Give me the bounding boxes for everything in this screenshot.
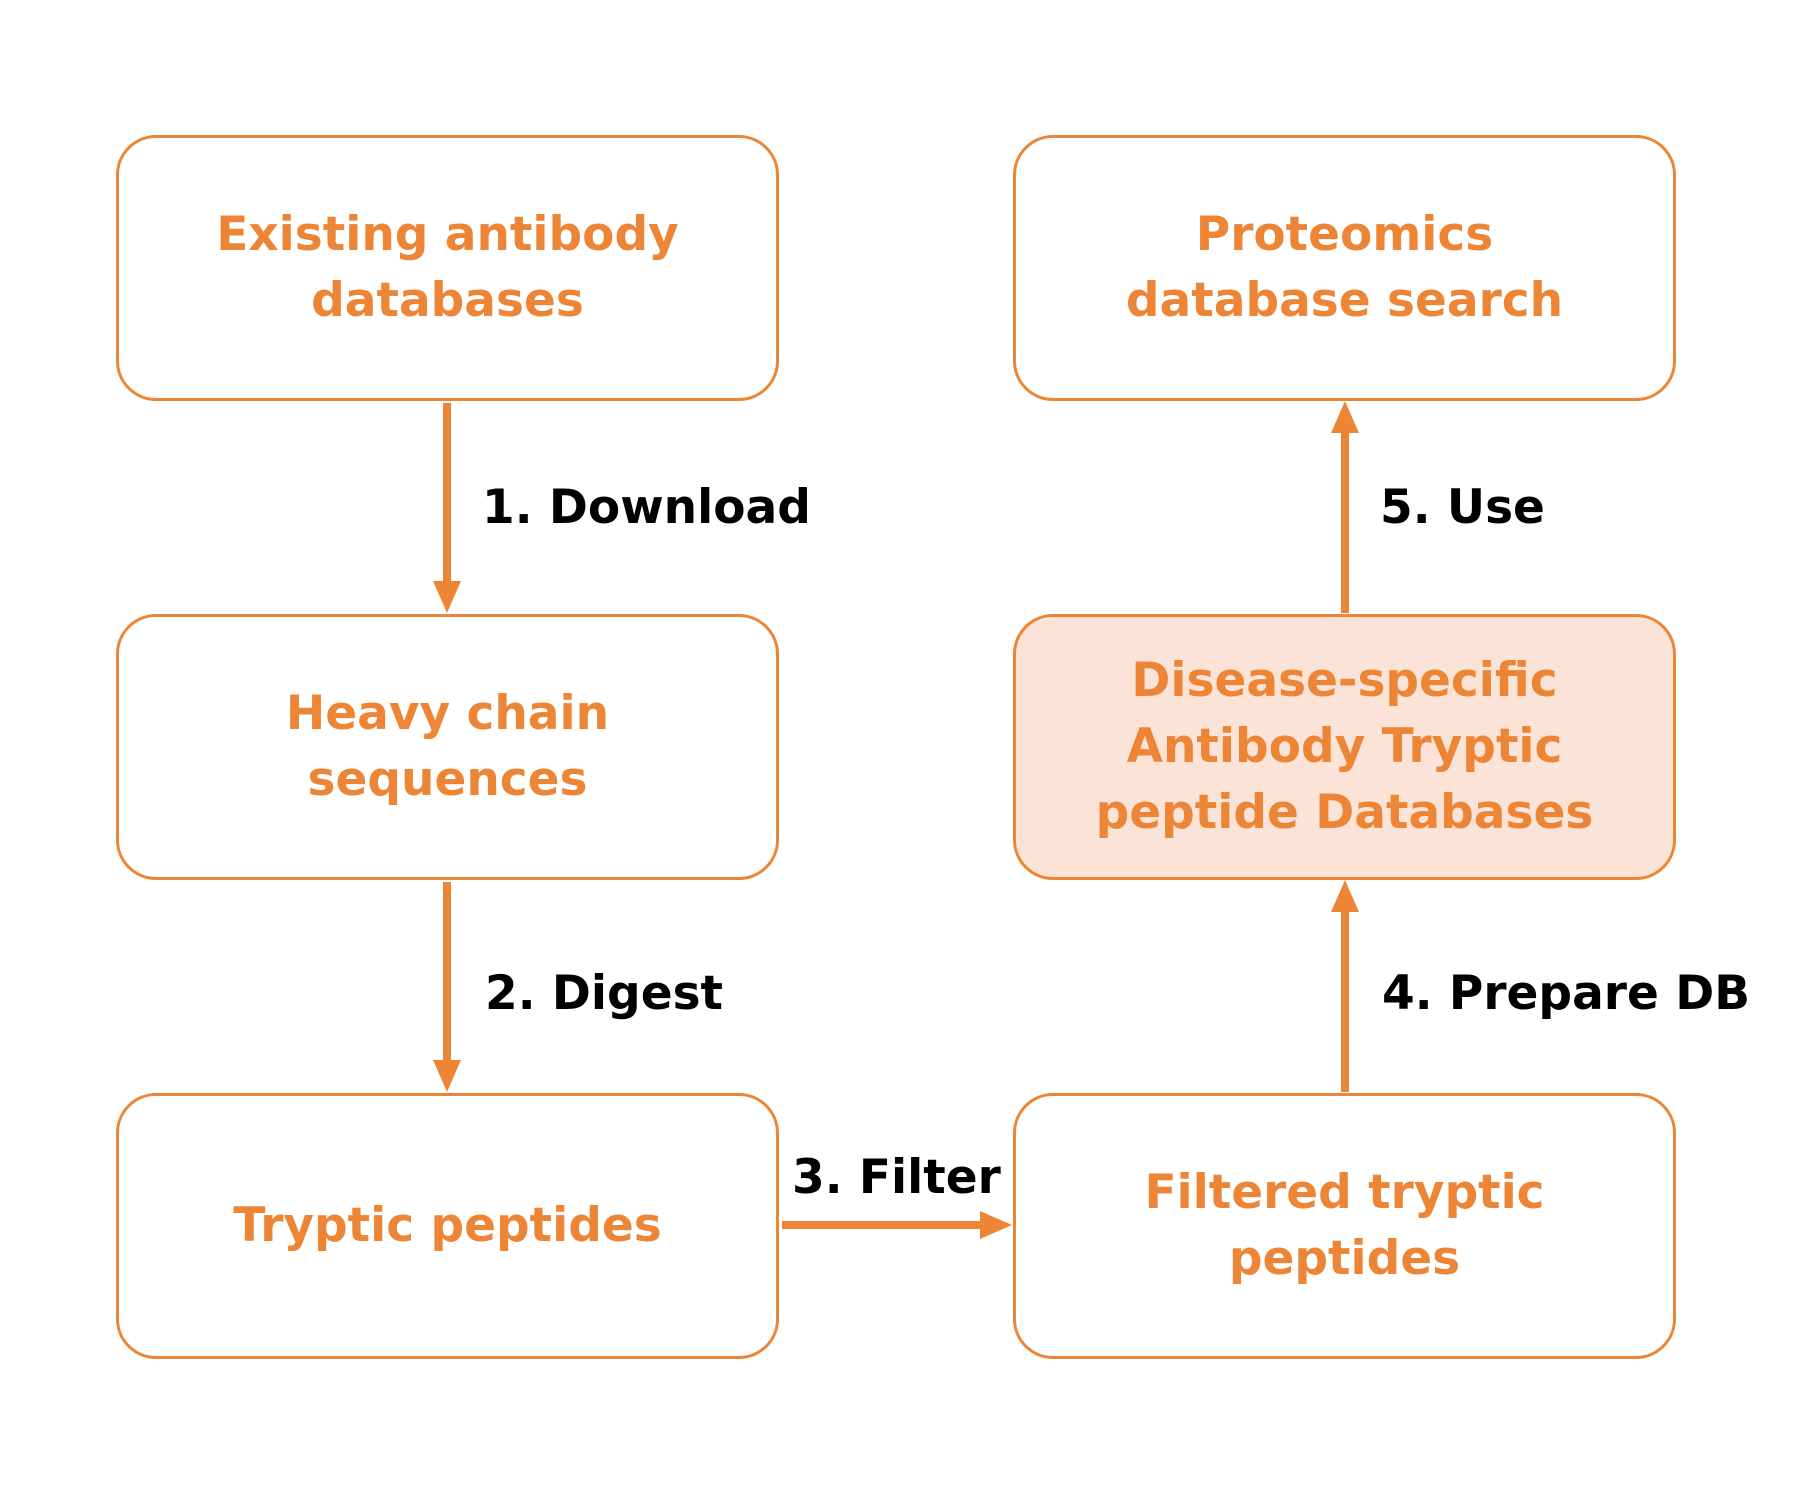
node-tryptic-peptides: Tryptic peptides xyxy=(116,1093,779,1359)
arrow-filter xyxy=(782,1211,1012,1239)
node-existing-antibody-databases: Existing antibody databases xyxy=(116,135,779,401)
node-label-line: Disease-specific xyxy=(1131,653,1558,708)
node-proteomics-database-search: Proteomics database search xyxy=(1013,135,1676,401)
node-label-line: Tryptic peptides xyxy=(233,1198,662,1253)
node-label-line: Proteomics xyxy=(1195,207,1494,262)
edge-label-digest: 2. Digest xyxy=(485,966,724,1021)
node-heavy-chain-sequences: Heavy chain sequences xyxy=(116,614,779,880)
arrow-use xyxy=(1331,401,1359,613)
node-label-line: database search xyxy=(1125,273,1564,328)
edge-label-use: 5. Use xyxy=(1380,480,1545,535)
arrow-prepare-db xyxy=(1331,880,1359,1092)
edge-label-filter: 3. Filter xyxy=(792,1150,1001,1205)
edge-label-download: 1. Download xyxy=(482,480,811,535)
node-label-line: Filtered tryptic xyxy=(1144,1165,1545,1220)
node-label-line: Heavy chain xyxy=(285,686,610,741)
arrow-digest xyxy=(433,882,461,1092)
node-disease-specific-antibody-databases: Disease-specific Antibody Tryptic peptid… xyxy=(1013,614,1676,880)
node-label-line: peptides xyxy=(1228,1231,1461,1286)
node-label-line: Existing antibody xyxy=(216,207,679,262)
node-filtered-tryptic-peptides: Filtered tryptic peptides xyxy=(1013,1093,1676,1359)
node-label-line: Antibody Tryptic xyxy=(1126,719,1563,774)
node-label-line: sequences xyxy=(307,752,588,807)
arrow-download xyxy=(433,403,461,613)
node-label-line: databases xyxy=(311,273,584,328)
node-label-line: peptide Databases xyxy=(1095,785,1594,840)
edge-label-prepare-db: 4. Prepare DB xyxy=(1382,966,1751,1021)
